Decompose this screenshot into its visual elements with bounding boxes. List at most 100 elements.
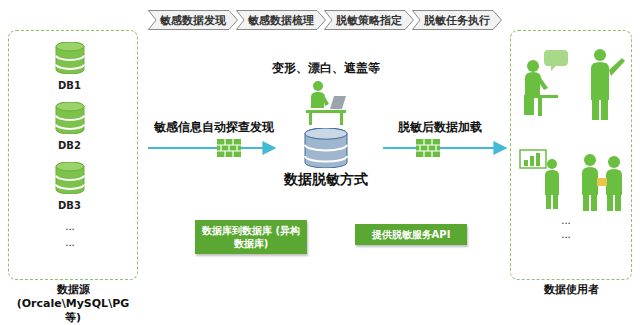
button-label: 提供脱敏服务API [361, 228, 461, 241]
desk-leg [538, 98, 542, 116]
mode-button: 提供脱敏服务API [355, 224, 467, 245]
handshake-folder [597, 178, 607, 186]
node-label: DB1 [44, 80, 96, 93]
user-head [608, 156, 620, 168]
cylinder-shape [55, 102, 85, 134]
laptop [330, 96, 346, 109]
step-chevron: 敏感数据梳理 [236, 10, 326, 30]
chevron-outline [413, 11, 502, 30]
firewall-bricks [416, 139, 440, 157]
worker-icon [306, 81, 346, 125]
group-heading: 数据源 (Orcale\MySQL\PG等) [11, 283, 135, 324]
edge-label: 敏感信息自动探查发现 [152, 119, 276, 136]
worker-head [313, 81, 323, 91]
firewall-wall [416, 139, 440, 157]
firewall-wall [217, 139, 241, 157]
user-body [545, 170, 559, 195]
database-cylinder: DB1 [50, 42, 90, 74]
user-leg [615, 195, 621, 211]
ellipsis: ... [65, 222, 75, 232]
node-label: DB2 [44, 140, 96, 153]
user-leg [553, 195, 558, 209]
node-label: DB3 [44, 200, 96, 213]
masking-database: 数据脱敏方式 [279, 128, 373, 189]
ellipsis: ... [561, 216, 571, 226]
user-body [606, 169, 622, 195]
firewall-bricks [217, 139, 241, 157]
group-heading: 数据使用者 [505, 283, 637, 297]
cylinder-top [56, 42, 84, 51]
user-leg [546, 195, 551, 209]
firewall-icon [416, 139, 440, 157]
user-legs [524, 95, 534, 115]
step-label: 脱敏策略指定 [336, 13, 402, 28]
chart-bar [530, 156, 534, 166]
chart-board [520, 150, 546, 168]
cylinder-band [305, 145, 347, 151]
step-label: 脱敏任务执行 [424, 13, 490, 28]
cylinder-body [56, 42, 84, 74]
ellipsis: ... [65, 238, 75, 248]
cylinder-band [56, 175, 84, 179]
user-head [594, 49, 606, 61]
user-leg [591, 195, 597, 211]
speech-bubble [544, 50, 568, 71]
cylinder-shape [55, 42, 85, 74]
desk-leg [309, 113, 312, 125]
cylinder-band [56, 64, 84, 68]
step-label: 敏感数据发现 [160, 13, 226, 28]
node-label: 数据脱敏方式 [279, 171, 373, 189]
user-head [527, 60, 539, 72]
cylinder-band [56, 115, 84, 119]
step-chevron: 敏感数据发现 [148, 10, 238, 30]
worker-body [311, 92, 329, 108]
chevron-outline [237, 11, 326, 30]
chart-bar [536, 153, 540, 166]
user-head [584, 154, 596, 166]
flow-arrow [148, 147, 275, 149]
desk [306, 110, 346, 113]
cylinder-top [305, 128, 347, 139]
database-cylinder: DB3 [50, 162, 90, 194]
cylinder-body [56, 102, 84, 134]
cylinder-band [56, 124, 84, 128]
user-leg [592, 100, 599, 120]
firewall-icon [217, 139, 241, 157]
user-leg [607, 195, 613, 211]
step-label: 敏感数据梳理 [248, 13, 314, 28]
desk-leg [340, 113, 343, 125]
flow-arrow [383, 147, 506, 149]
cylinder-band [56, 184, 84, 188]
step-chevron: 脱敏策略指定 [324, 10, 414, 30]
cylinder-band [56, 55, 84, 59]
mode-button: 数据库到数据库 (异构数据库) [195, 220, 307, 254]
cylinder-body [56, 162, 84, 194]
user-body [525, 72, 548, 95]
user-figures [520, 49, 625, 211]
cylinder-top [56, 162, 84, 171]
cylinder-body [305, 128, 347, 168]
user-leg [583, 195, 589, 211]
cylinder-top [56, 102, 84, 111]
ellipsis: ... [561, 230, 571, 240]
edge-label: 脱敏后数据加载 [396, 119, 484, 136]
user-head [547, 159, 557, 169]
chevron-outline [149, 11, 238, 30]
user-leg [601, 100, 608, 120]
method-note: 变形、漂白、遮盖等 [272, 60, 380, 77]
chart-bar [524, 160, 528, 166]
user-body [591, 62, 609, 100]
cylinder-shape [55, 162, 85, 194]
step-chevron: 脱敏任务执行 [412, 10, 502, 30]
chevron-outline [325, 11, 414, 30]
database-cylinder: DB2 [50, 102, 90, 134]
cylinder-shape [304, 128, 348, 168]
user-body [582, 167, 598, 195]
user-arm [609, 58, 625, 76]
button-label: 数据库到数据库 (异构数据库) [201, 224, 301, 250]
user-group: 数据使用者 [510, 30, 632, 280]
cylinder-band [305, 156, 347, 162]
